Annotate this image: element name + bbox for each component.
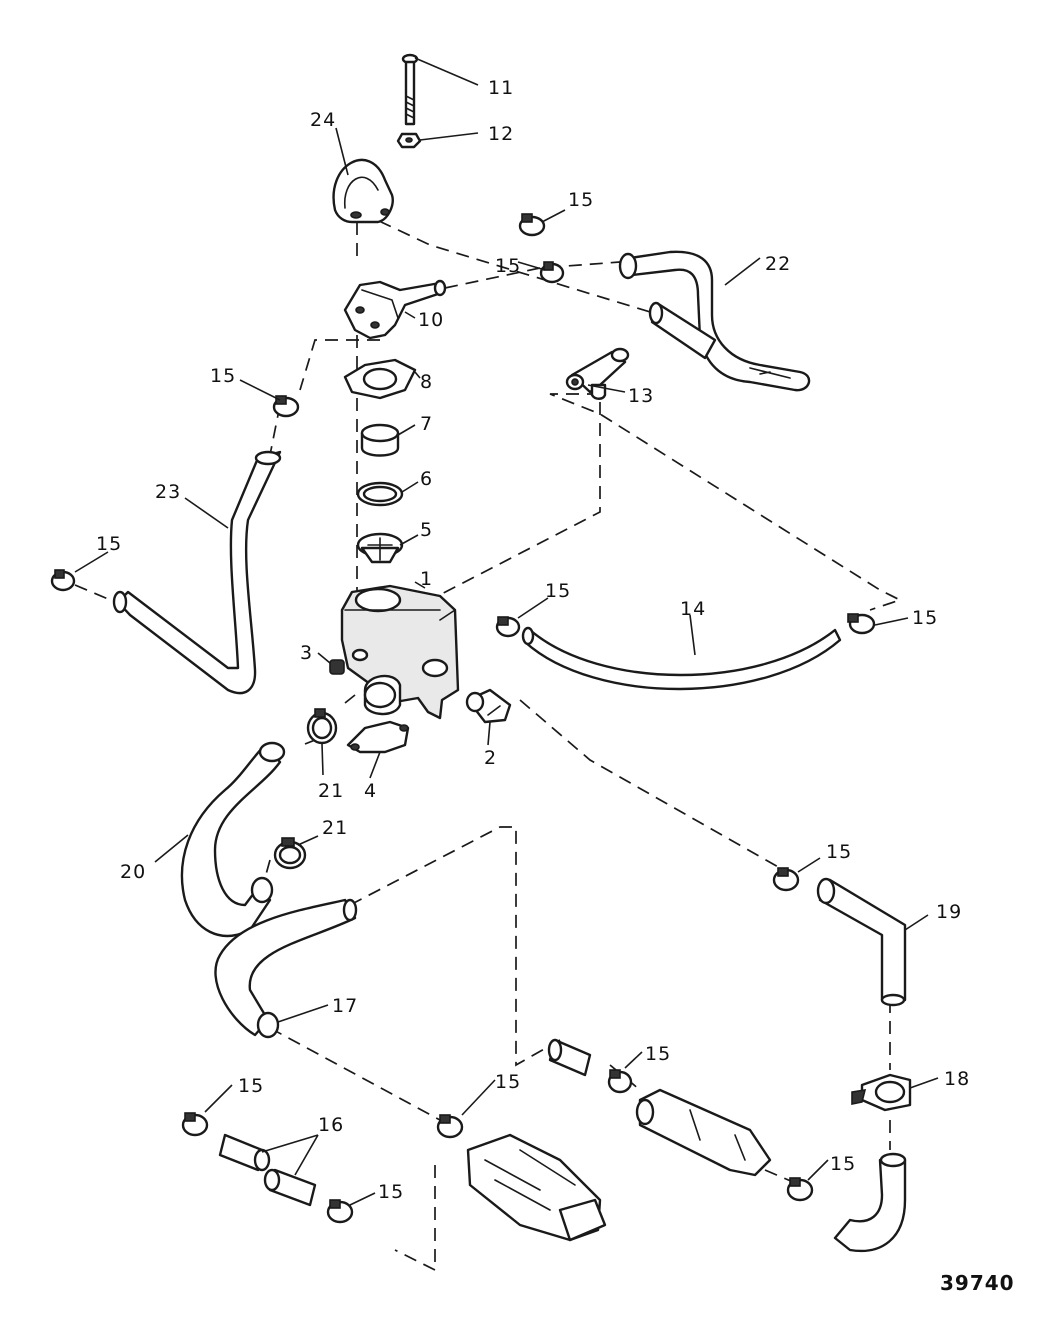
part-11-bolt (401, 53, 419, 126)
part-lower-right-hose (833, 1152, 907, 1253)
clamp-15-h (607, 1069, 633, 1094)
part-13-tee-fitting (565, 347, 630, 400)
callout-15-k: 15 (378, 1181, 404, 1203)
callout-22: 22 (765, 253, 791, 275)
part-22-hose (618, 250, 811, 392)
part-23-hose (112, 450, 282, 695)
callout-20: 20 (120, 861, 146, 883)
part-10-thermostat-cover (343, 279, 447, 340)
clamp-15-c (272, 395, 300, 418)
callout-15-d: 15 (96, 533, 122, 555)
part-12-washer (396, 132, 422, 149)
clamp-15-b (539, 261, 565, 284)
callout-10: 10 (418, 309, 444, 331)
part-5-thermostat (356, 532, 404, 564)
callout-3: 3 (300, 642, 313, 664)
clamp-15-g (772, 867, 800, 892)
part-19-hose (816, 877, 907, 1007)
callout-13: 13 (628, 385, 654, 407)
part-inline-fitting (635, 1088, 772, 1177)
callout-21-b: 21 (322, 817, 348, 839)
callout-18: 18 (944, 1068, 970, 1090)
part-16-tubes (218, 1133, 317, 1207)
callout-15-i: 15 (495, 1071, 521, 1093)
callout-15-b: 15 (495, 255, 521, 277)
part-3-plug (329, 659, 345, 675)
part-20-hose (180, 741, 286, 938)
part-4-gasket (346, 720, 410, 754)
callout-15-l: 15 (830, 1153, 856, 1175)
clamp-15-k (326, 1199, 354, 1224)
part-1-thermostat-housing (340, 584, 460, 720)
callout-15-j: 15 (238, 1075, 264, 1097)
part-7-sleeve (360, 423, 400, 457)
callout-11: 11 (488, 77, 514, 99)
leader-lines (74, 57, 939, 1206)
callout-7: 7 (420, 413, 433, 435)
callout-5: 5 (420, 519, 433, 541)
callout-12: 12 (488, 123, 514, 145)
clamp-15-l (786, 1177, 814, 1202)
hose-clamps (50, 213, 876, 1224)
callout-17: 17 (332, 995, 358, 1017)
clamp-21-a (306, 708, 338, 745)
callout-21-a: 21 (318, 780, 344, 802)
callout-23: 23 (155, 481, 181, 503)
callout-15-g: 15 (826, 841, 852, 863)
callout-19: 19 (936, 901, 962, 923)
clamp-15-a (518, 213, 546, 237)
clamp-15-e (495, 616, 521, 638)
part-24-bracket (332, 158, 394, 224)
clamp-15-i (181, 1112, 209, 1137)
callout-16: 16 (318, 1114, 344, 1136)
callout-6: 6 (420, 468, 433, 490)
part-17-hose (214, 898, 358, 1039)
callout-4: 4 (364, 780, 377, 802)
callout-2: 2 (484, 747, 497, 769)
clamp-15-d (50, 569, 76, 592)
clamp-15-j (436, 1114, 464, 1139)
callout-15-e: 15 (545, 580, 571, 602)
part-18-clip (851, 1073, 912, 1112)
callout-8: 8 (420, 371, 433, 393)
part-short-tube (547, 1038, 592, 1077)
callout-24: 24 (310, 109, 336, 131)
callout-1: 1 (420, 568, 433, 590)
part-pump-assembly (466, 1133, 607, 1242)
clamp-21-b (273, 837, 307, 870)
callout-14: 14 (680, 598, 706, 620)
part-14-hose (521, 626, 842, 691)
callout-15-a: 15 (568, 189, 594, 211)
part-6-o-ring (356, 481, 404, 507)
clamp-15-f (847, 613, 876, 635)
part-2-fitting (465, 688, 512, 724)
figure-number: 39740 (940, 1271, 1015, 1295)
callout-labels: 11 12 24 15 15 22 10 8 13 15 7 6 5 23 15… (96, 77, 970, 1203)
callout-15-h: 15 (645, 1043, 671, 1065)
callout-15-f: 15 (912, 607, 938, 629)
callout-15-c: 15 (210, 365, 236, 387)
part-8-gasket (343, 358, 417, 400)
